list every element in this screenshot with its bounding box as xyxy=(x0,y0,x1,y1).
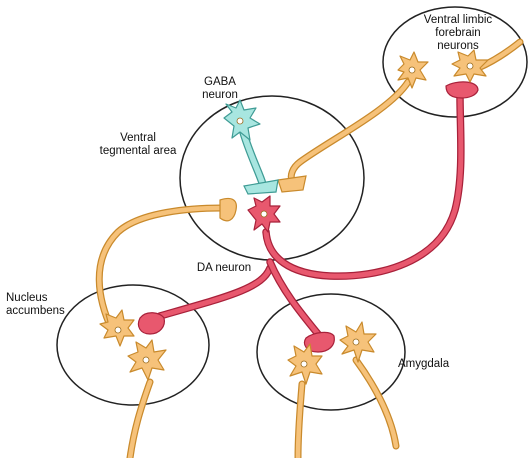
vta-input-terminal xyxy=(219,197,237,222)
da-neuron xyxy=(247,195,281,233)
accumbens-to-vta-axon xyxy=(95,197,237,334)
gaba-input-terminal xyxy=(277,175,307,193)
limbic-neurons xyxy=(397,38,524,89)
amygdala-neurons xyxy=(287,321,400,458)
accumbens-da-terminal xyxy=(137,312,165,335)
ventral-limbic-label: Ventral limbic forebrain neurons xyxy=(423,14,493,52)
gaba-neuron xyxy=(223,99,279,195)
vta-label: Ventral tegmental area xyxy=(99,132,177,157)
limbic-to-vta-axon xyxy=(277,78,412,193)
gaba-neuron-label: GABA neuron xyxy=(202,76,238,101)
amygdala-label: Amygdala xyxy=(398,358,450,370)
accumbens-neurons xyxy=(99,309,167,458)
nucleus-accumbens-label: Nucleus accumbens xyxy=(6,292,65,317)
da-neuron-label: DA neuron xyxy=(196,262,252,274)
gaba-terminal xyxy=(243,179,279,195)
limbic-da-terminal xyxy=(445,81,479,99)
gaba-nucleus xyxy=(236,117,244,125)
amygdala-da-terminal xyxy=(303,331,335,353)
da-axons xyxy=(137,81,479,353)
amygdala-region xyxy=(256,293,406,411)
da-nucleus xyxy=(260,210,268,218)
vta-region xyxy=(179,95,365,261)
